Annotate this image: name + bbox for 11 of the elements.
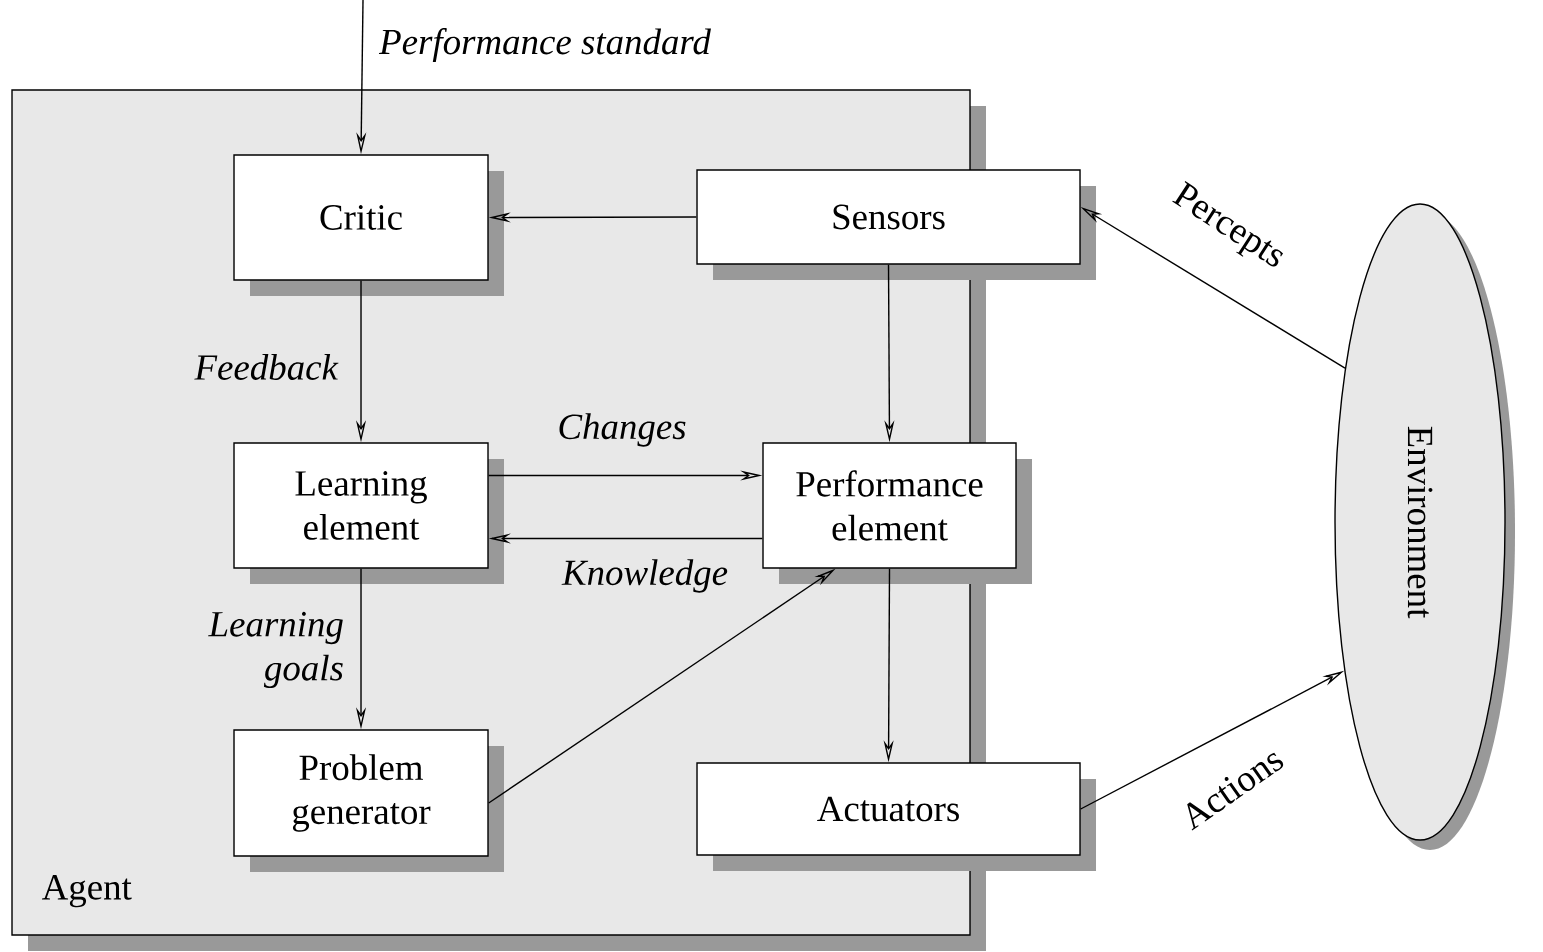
process-box: Problem generator	[233, 729, 504, 872]
process-box: Learning element	[233, 442, 504, 584]
edge-label: Knowledge	[561, 559, 728, 593]
process-box: Actuators	[696, 762, 1096, 871]
process-box: Sensors	[696, 169, 1096, 280]
process-box: Critic	[233, 154, 504, 296]
edge-label: Changes	[559, 413, 686, 447]
process-box: Performance element	[762, 442, 1032, 584]
edge-label: Learning goals	[208, 611, 343, 689]
edge-label: Performance standard	[378, 28, 711, 62]
edge-label: Feedback	[194, 354, 339, 380]
